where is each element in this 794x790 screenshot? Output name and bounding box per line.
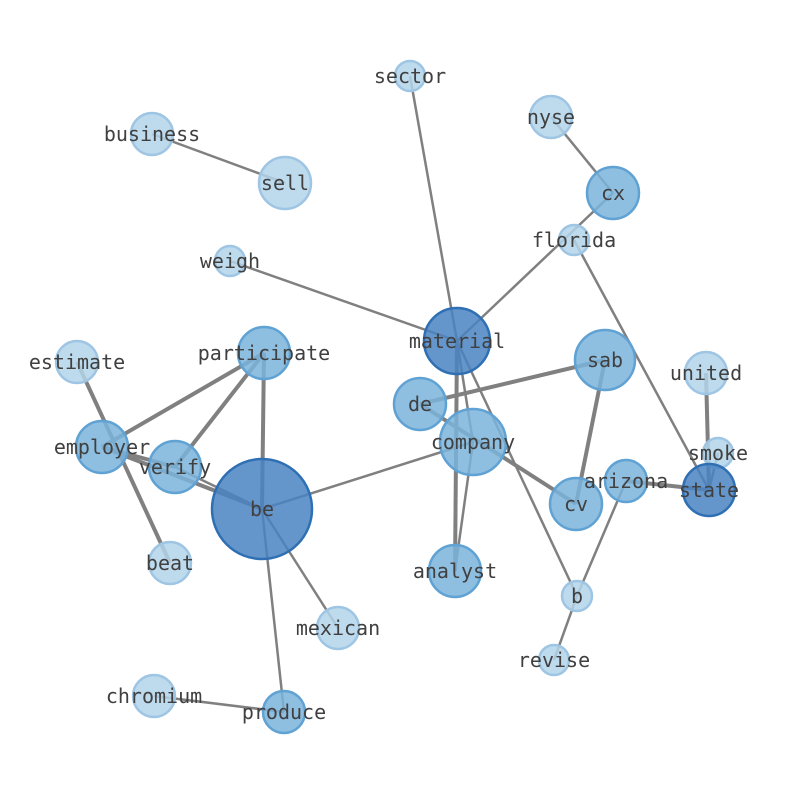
node-circle-mexican bbox=[315, 605, 361, 651]
node-circle-estimate bbox=[54, 339, 100, 385]
node-label: participate bbox=[198, 341, 330, 365]
node-circle-sab bbox=[573, 328, 637, 392]
node-label: state bbox=[679, 478, 739, 502]
node-circle-produce bbox=[261, 689, 307, 735]
node-circle-weigh bbox=[213, 244, 247, 278]
node-circle-chromium bbox=[131, 673, 177, 719]
node-circle-united bbox=[683, 350, 729, 396]
edge-de-sab bbox=[419, 358, 606, 406]
edge-employer-participate bbox=[100, 351, 266, 449]
node-circle-arizona bbox=[603, 458, 649, 504]
node-label: beat bbox=[146, 551, 194, 575]
node-circle-analyst bbox=[427, 543, 483, 599]
node-label: chromium bbox=[106, 684, 202, 708]
node-circle-company bbox=[438, 407, 508, 477]
node-circle-nyse bbox=[528, 94, 574, 140]
nodes bbox=[54, 59, 737, 735]
node-label: sab bbox=[587, 348, 623, 372]
node-label: smoke bbox=[688, 441, 748, 465]
node-circle-beat bbox=[147, 540, 193, 586]
node-label: de bbox=[408, 392, 432, 416]
node-label: sell bbox=[261, 171, 309, 195]
node-label: sector bbox=[374, 64, 446, 88]
node-circle-state bbox=[681, 462, 737, 518]
node-circle-de bbox=[392, 376, 448, 432]
node-label: cv bbox=[564, 492, 588, 516]
node-label: arizona bbox=[584, 469, 668, 493]
node-circle-florida bbox=[557, 223, 591, 257]
edge-florida-state bbox=[572, 239, 711, 491]
labels: sector business sell nyse cx florida weigh mate… bbox=[29, 64, 748, 724]
node-circle-b bbox=[560, 579, 594, 613]
node-circle-cv bbox=[548, 476, 604, 532]
node-circle-business bbox=[129, 111, 175, 157]
node-label: b bbox=[571, 584, 583, 608]
node-label: business bbox=[104, 122, 200, 146]
node-label: produce bbox=[242, 700, 326, 724]
node-label: nyse bbox=[527, 105, 575, 129]
node-circle-revise bbox=[537, 643, 571, 677]
node-label: material bbox=[409, 329, 505, 353]
edge-weigh-material bbox=[229, 259, 458, 343]
node-circle-verify bbox=[147, 439, 203, 495]
node-label: cx bbox=[601, 181, 625, 205]
node-circle-cx bbox=[585, 165, 641, 221]
node-label: weigh bbox=[200, 249, 260, 273]
node-circle-sell bbox=[257, 155, 313, 211]
node-label: mexican bbox=[296, 616, 380, 640]
edge-cx-material bbox=[456, 192, 614, 342]
node-circle-sector bbox=[393, 59, 427, 93]
node-circle-be bbox=[210, 457, 314, 561]
node-label: verify bbox=[139, 455, 211, 479]
node-circle-employer bbox=[74, 419, 130, 475]
node-label: company bbox=[431, 430, 515, 454]
node-label: revise bbox=[518, 648, 590, 672]
edge-sector-material bbox=[408, 75, 459, 342]
node-label: be bbox=[250, 497, 274, 521]
node-label: analyst bbox=[413, 559, 497, 583]
node-label: estimate bbox=[29, 350, 125, 374]
node-label: employer bbox=[54, 435, 150, 459]
node-label: florida bbox=[532, 228, 616, 252]
node-label: united bbox=[670, 361, 742, 385]
node-circle-participate bbox=[236, 325, 292, 381]
node-circle-material bbox=[422, 306, 492, 376]
